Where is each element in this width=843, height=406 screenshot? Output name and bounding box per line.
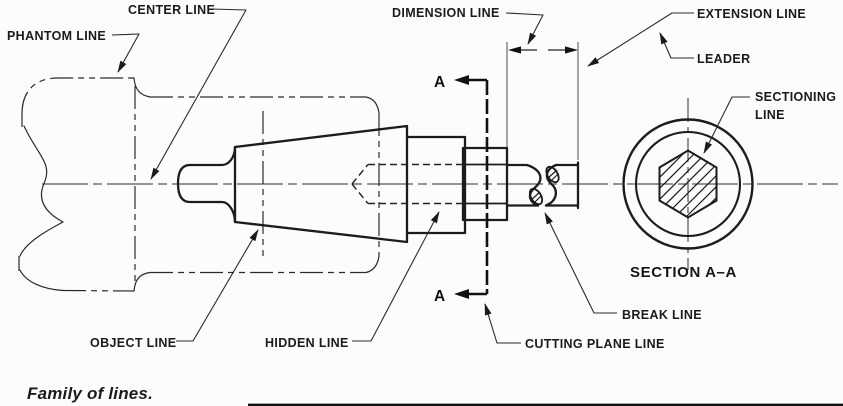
sectioning-line-label-2: LINE [755, 108, 785, 122]
section-title: SECTION A–A [630, 264, 737, 281]
object-label-leader [176, 229, 259, 342]
sectioning-hatch [659, 150, 717, 218]
body-rectangle-outline [405, 135, 467, 235]
shaft-piece2-edges [544, 161, 580, 210]
taper-shank-outline [233, 124, 409, 244]
section-inner-circle [634, 130, 742, 238]
cutting-letter-top: A [434, 74, 445, 91]
long-break-s-curve-upper [23, 125, 64, 223]
sectioning-line-label-1: SECTIONING [755, 90, 836, 104]
phantom-cylinder-bottom-edge [62, 289, 135, 292]
phantom-top-fillet [133, 77, 151, 98]
cutting-plane-line-label: CUTTING PLANE LINE [525, 337, 665, 351]
section-view: SECTION A–A [622, 118, 754, 281]
cutting-plane: A A [434, 74, 489, 305]
hatch-lines [659, 150, 717, 218]
phantom-bottom-fillet [133, 271, 151, 292]
hidden-lines [351, 163, 463, 205]
dimension-label-leader [505, 12, 544, 45]
break-label-leader [544, 212, 617, 314]
hex-collar-outline [461, 146, 509, 222]
dimension-group [506, 42, 579, 160]
hex-collar-flats [463, 163, 507, 205]
tang-knob-outline [176, 145, 237, 224]
hidden-label-leader [352, 211, 440, 342]
cutting-plane-bottom-arrowhead-icon [454, 289, 469, 299]
phantom-spindle [18, 77, 380, 292]
cutting-label-leader [484, 303, 521, 344]
long-break-s-curve-lower [19, 221, 64, 257]
phantom-sleeve-top-chamfer [365, 96, 380, 114]
break-lobe-upper [545, 165, 560, 184]
line-type-labels: PHANTOM LINE CENTER LINE DIMENSION LINE … [7, 3, 836, 351]
hidden-hole-cone-point [351, 164, 369, 204]
phantom-label-leader [111, 33, 140, 73]
callout-leaders [111, 8, 750, 344]
leader-label-leader [659, 32, 694, 59]
cutting-letter-bottom: A [434, 288, 445, 305]
leader-label: LEADER [697, 52, 751, 66]
extension-label-leader [587, 12, 694, 67]
break-s-curve-left [525, 163, 542, 207]
break-lobe-lower-hatch [530, 191, 542, 205]
phantom-line-label: PHANTOM LINE [7, 29, 106, 43]
section-outer-circle [622, 118, 754, 250]
phantom-sleeve-bottom-chamfer [365, 255, 380, 274]
long-break-s-curve-hook [19, 269, 64, 292]
figure-caption: Family of lines. [27, 384, 153, 403]
hidden-line-label: HIDDEN LINE [265, 336, 349, 350]
cutting-plane-top-arrowhead-icon [454, 75, 469, 85]
center-label-leader [150, 8, 247, 180]
extension-line-label: EXTENSION LINE [697, 7, 806, 21]
break-lobe-upper-hatch [547, 169, 559, 183]
break-s-curve-right [544, 163, 558, 207]
object-outline [176, 124, 580, 244]
break-lobe-lower-ellipse [528, 187, 544, 206]
break-lobe-lower [528, 187, 544, 206]
dimension-line-label: DIMENSION LINE [392, 6, 500, 20]
phantom-cylinder-top-edge [21, 77, 134, 115]
break-line-label: BREAK LINE [622, 308, 702, 322]
center-lines [42, 98, 838, 270]
shaft-piece1-edges [505, 163, 540, 207]
center-line-label: CENTER LINE [128, 3, 215, 17]
section-hexagon [658, 149, 718, 219]
dimension-arrowhead-left-icon [508, 46, 521, 54]
sectioning-label-leader [703, 96, 750, 154]
object-line-label: OBJECT LINE [90, 336, 177, 350]
dimension-arrowhead-right-icon [565, 46, 578, 54]
